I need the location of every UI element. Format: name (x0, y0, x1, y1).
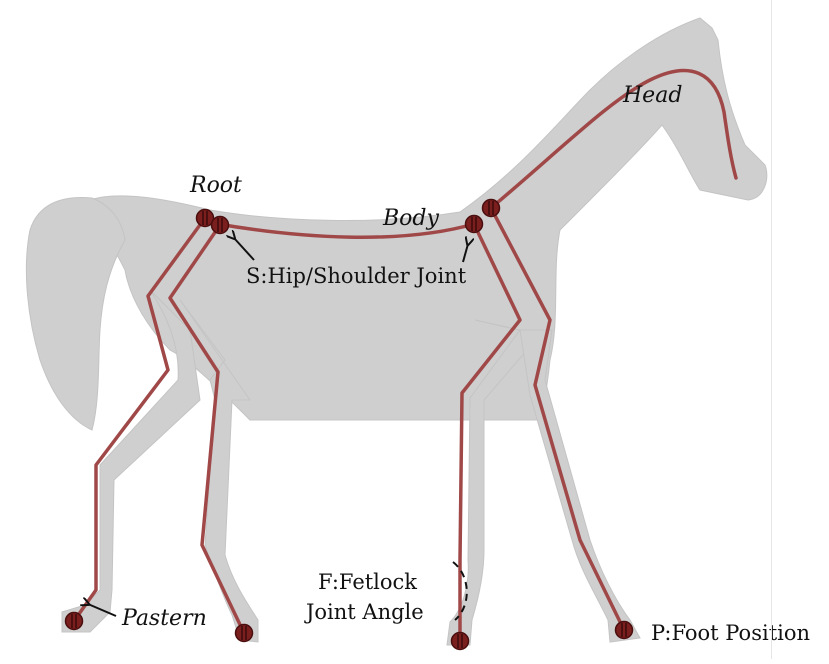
label-fetlock-line2: Joint Angle (304, 600, 424, 624)
label-hip-shoulder-joint: S:Hip/Shoulder Joint (246, 264, 467, 288)
root-joint-front (212, 217, 229, 234)
horse-silhouette (26, 18, 766, 645)
label-root: Root (189, 173, 242, 198)
foot-joint-fore-front (616, 622, 633, 639)
body-joint-back (466, 216, 483, 233)
label-head: Head (622, 83, 682, 108)
body-joint-front (483, 200, 500, 217)
label-body: Body (382, 206, 439, 231)
right-edge-rule (771, 0, 772, 659)
horse-tail (26, 197, 125, 430)
label-foot-position: P:Foot Position (651, 621, 810, 645)
foot-joint-fore-back (452, 633, 469, 650)
label-pastern: Pastern (121, 606, 207, 631)
foot-joint-hind-back (66, 613, 83, 630)
label-fetlock-line1: F:Fetlock (318, 570, 417, 594)
foot-joint-hind-front (236, 625, 253, 642)
